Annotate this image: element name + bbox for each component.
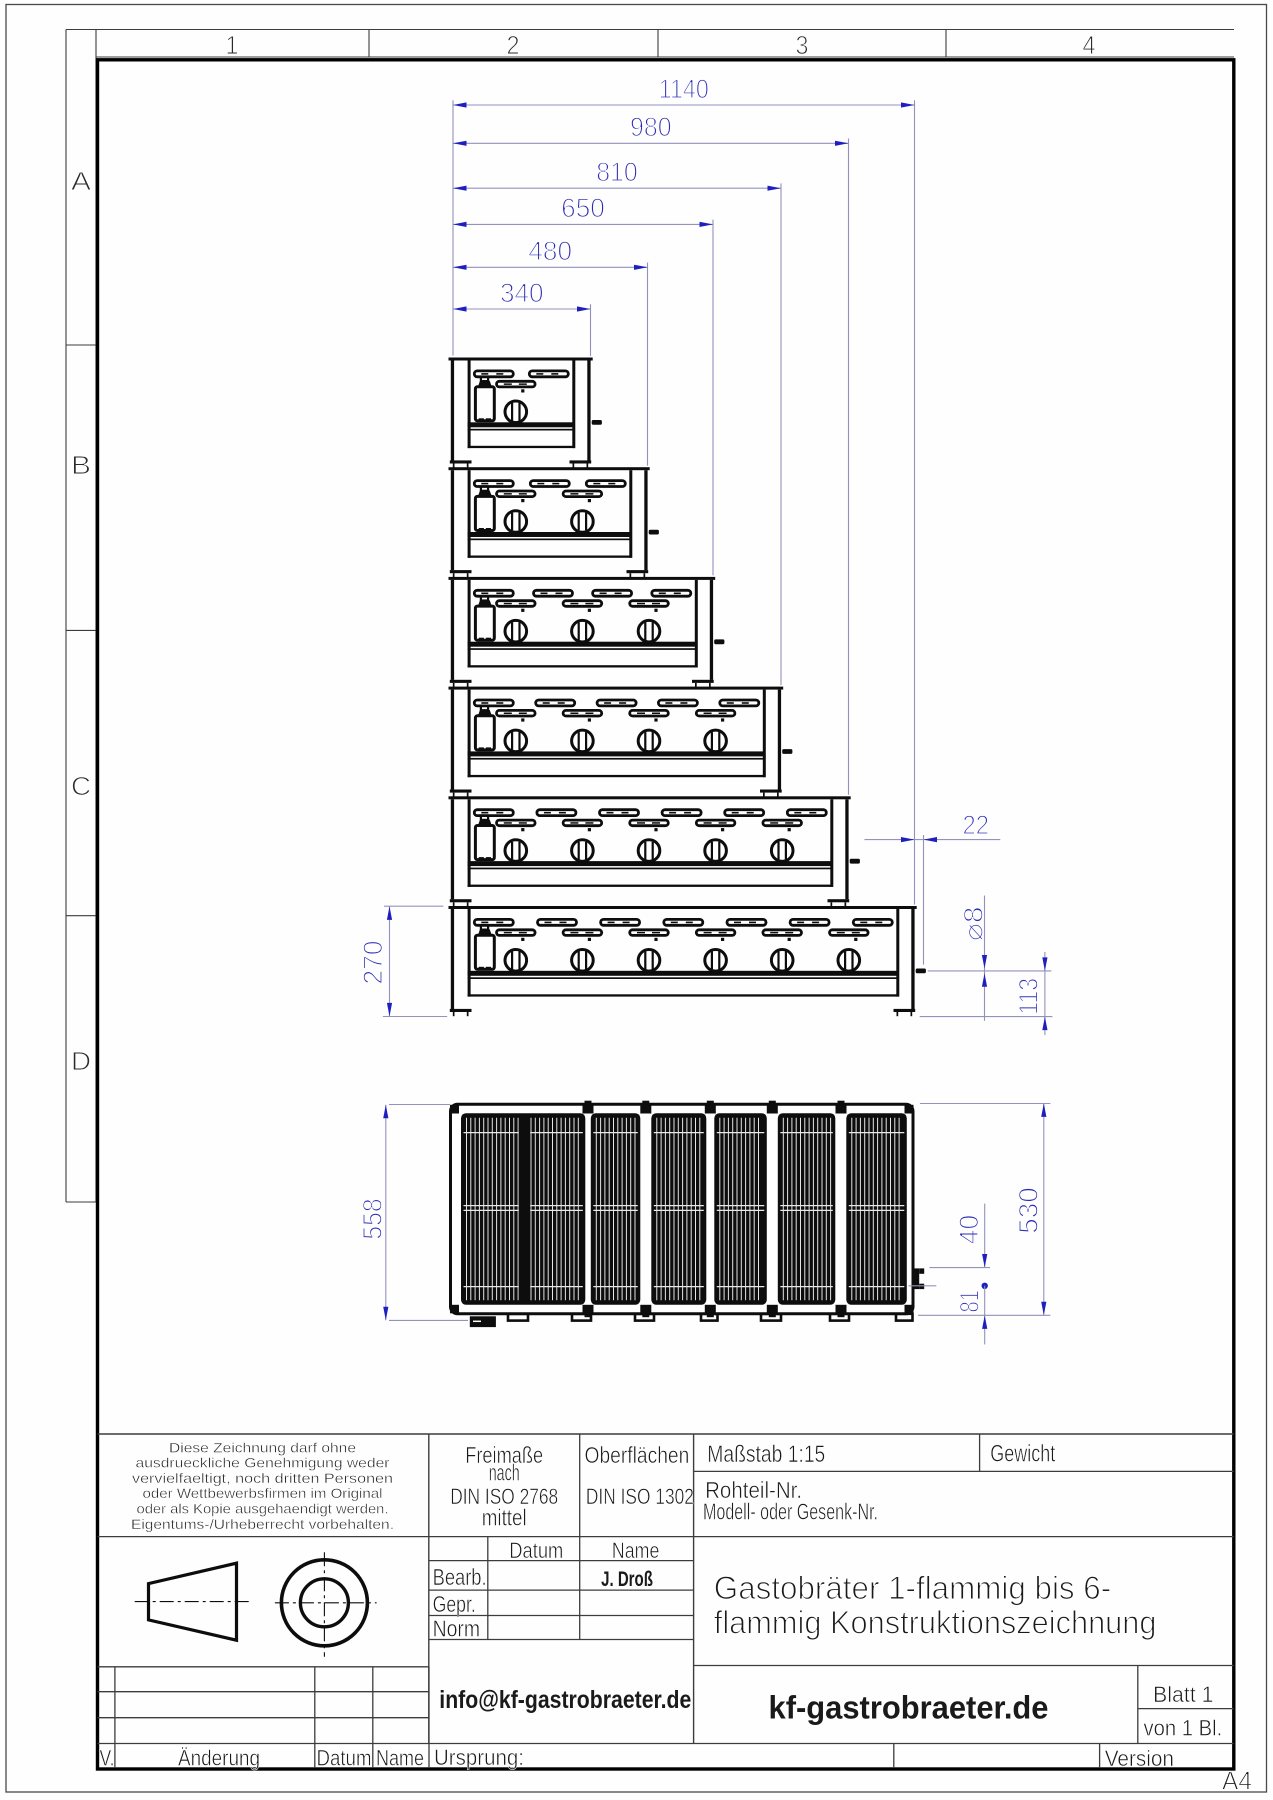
svg-text:oder als Kopie ausgehaendigt w: oder als Kopie ausgehaendigt werden. xyxy=(137,1501,389,1517)
svg-text:Gepr.: Gepr. xyxy=(433,1591,476,1617)
svg-text:DIN ISO 2768: DIN ISO 2768 xyxy=(450,1484,558,1509)
svg-text:650: 650 xyxy=(561,193,605,223)
svg-text:ausdrueckliche Genehmigung wed: ausdrueckliche Genehmigung weder xyxy=(136,1455,390,1471)
svg-text:flammig Konstruktionszeichnung: flammig Konstruktionszeichnung xyxy=(714,1605,1157,1641)
svg-text:vervielfaeltigt, noch dritten: vervielfaeltigt, noch dritten Personen xyxy=(132,1470,393,1486)
svg-text:Name: Name xyxy=(612,1538,660,1563)
svg-text:Freimaße: Freimaße xyxy=(465,1442,543,1468)
svg-text:1: 1 xyxy=(226,30,239,60)
svg-text:Version: Version xyxy=(1105,1746,1174,1771)
svg-text:C: C xyxy=(71,771,91,801)
svg-text:A: A xyxy=(71,166,92,196)
svg-text:info@kf-gastrobraeter.de: info@kf-gastrobraeter.de xyxy=(439,1686,691,1714)
svg-text:40: 40 xyxy=(954,1215,984,1244)
svg-text:270: 270 xyxy=(358,941,388,985)
svg-text:480: 480 xyxy=(528,236,572,266)
svg-text:Gewicht: Gewicht xyxy=(990,1441,1055,1468)
svg-text:V.: V. xyxy=(100,1746,115,1771)
svg-text:Änderung: Änderung xyxy=(178,1746,260,1771)
svg-text:J. Droß: J. Droß xyxy=(601,1568,653,1591)
svg-text:von 1 Bl.: von 1 Bl. xyxy=(1144,1715,1223,1740)
svg-text:Maßstab 1:15: Maßstab 1:15 xyxy=(707,1441,825,1468)
svg-text:Datum: Datum xyxy=(317,1746,372,1771)
svg-text:81: 81 xyxy=(955,1290,985,1313)
svg-text:Rohteil-Nr.: Rohteil-Nr. xyxy=(705,1477,802,1503)
svg-text:nach: nach xyxy=(489,1460,520,1486)
svg-text:⌀8: ⌀8 xyxy=(959,906,989,941)
svg-text:4: 4 xyxy=(1083,30,1096,60)
svg-text:1140: 1140 xyxy=(659,74,709,104)
svg-text:22: 22 xyxy=(963,810,990,840)
svg-text:810: 810 xyxy=(596,157,638,187)
svg-text:Diese Zeichnung darf ohne: Diese Zeichnung darf ohne xyxy=(169,1439,356,1455)
svg-text:530: 530 xyxy=(1014,1187,1044,1234)
svg-text:oder Wettbewerbsfirmen im Orig: oder Wettbewerbsfirmen im Original xyxy=(143,1485,383,1501)
svg-text:Gastobräter 1-flammig bis 6-: Gastobräter 1-flammig bis 6- xyxy=(714,1570,1111,1606)
svg-text:340: 340 xyxy=(500,278,544,308)
svg-text:B: B xyxy=(71,450,91,480)
svg-text:A4: A4 xyxy=(1222,1766,1252,1796)
svg-text:3: 3 xyxy=(796,30,809,60)
svg-text:Bearb.: Bearb. xyxy=(433,1564,487,1590)
svg-text:Ursprung:: Ursprung: xyxy=(434,1745,524,1770)
svg-text:Name: Name xyxy=(376,1746,424,1771)
svg-text:Modell- oder Gesenk-Nr.: Modell- oder Gesenk-Nr. xyxy=(703,1499,878,1525)
svg-text:kf-gastrobraeter.de: kf-gastrobraeter.de xyxy=(769,1689,1049,1725)
svg-text:DIN ISO 1302: DIN ISO 1302 xyxy=(586,1484,694,1509)
svg-text:980: 980 xyxy=(630,112,672,142)
svg-text:Eigentums-/Urheberrecht vorbeh: Eigentums-/Urheberrecht vorbehalten. xyxy=(131,1516,394,1532)
svg-text:Norm: Norm xyxy=(433,1616,481,1642)
svg-text:Blatt 1: Blatt 1 xyxy=(1153,1682,1214,1707)
svg-text:113: 113 xyxy=(1014,978,1044,1015)
svg-text:2: 2 xyxy=(507,30,520,60)
svg-text:D: D xyxy=(71,1046,91,1076)
svg-text:mittel: mittel xyxy=(482,1505,527,1531)
svg-text:558: 558 xyxy=(358,1198,388,1239)
svg-text:Datum: Datum xyxy=(509,1538,563,1563)
svg-text:Oberflächen: Oberflächen xyxy=(585,1442,690,1468)
